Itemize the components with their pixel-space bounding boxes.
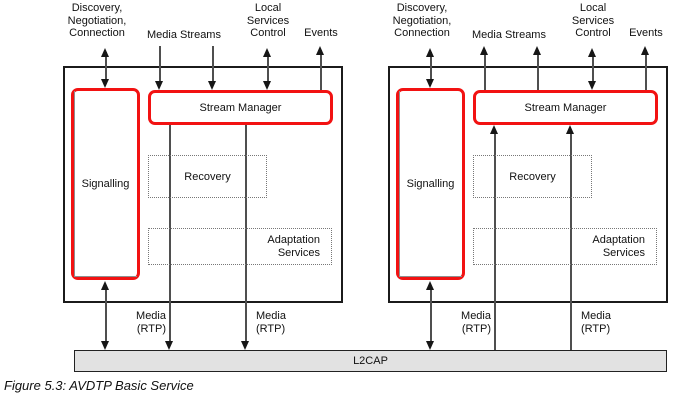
adaptation-label-line2: Services — [602, 246, 645, 259]
local-label-line3: Control — [575, 27, 611, 39]
device-diagram-right: Discovery, Negotiation, Connection Media… — [325, 0, 672, 352]
stream-manager-label: Stream Manager — [199, 101, 282, 114]
local-label-line1: Local — [579, 2, 607, 14]
discovery-label-line1: Discovery, — [71, 2, 123, 14]
media-stream-arrowhead-1 — [480, 46, 488, 55]
media-rtp-arrowhead-2 — [241, 341, 249, 350]
recovery-box: Recovery — [148, 155, 267, 198]
media-rtp-arrowhead-2 — [566, 125, 574, 134]
media-rtp-arrow-1 — [169, 125, 171, 342]
signalling-inner-hairline — [74, 91, 137, 277]
signalling-label: Signalling — [406, 178, 455, 190]
device-outer-box — [388, 66, 668, 303]
device-outer-box — [63, 66, 343, 303]
l2cap-bar: L2CAP — [74, 350, 667, 372]
media-stream-arrow-1 — [159, 46, 161, 82]
discovery-arrowhead-down — [101, 79, 109, 88]
local-services-arrowhead-up — [588, 48, 596, 57]
discovery-label-line2: Negotiation, — [392, 14, 452, 27]
signalling-box: Signalling — [396, 88, 465, 280]
adaptation-services-box: Adaptation Services — [473, 228, 657, 265]
recovery-box: Recovery — [473, 155, 592, 198]
discovery-label-line3: Connection — [394, 27, 450, 39]
signalling-l2cap-arrowhead-up — [426, 281, 434, 290]
media-rtp-arrowhead-1 — [165, 341, 173, 350]
media-rtp-arrow-2 — [245, 125, 247, 342]
signalling-l2cap-arrow — [105, 286, 107, 342]
discovery-arrow — [430, 52, 432, 83]
media-rtp-label-2-line2: (RTP) — [581, 322, 611, 335]
media-rtp-label-2-line2: (RTP) — [256, 322, 286, 335]
media-rtp-label-1: Media (RTP) — [118, 310, 166, 335]
signalling-l2cap-arrow — [430, 286, 432, 342]
stream-manager-box: Stream Manager — [148, 90, 333, 125]
discovery-label: Discovery, Negotiation, Connection — [45, 2, 149, 40]
signalling-l2cap-arrowhead-down — [101, 341, 109, 350]
events-arrowhead-up — [641, 46, 649, 55]
discovery-label-line2: Negotiation, — [67, 14, 127, 27]
media-rtp-label-1-line1: Media — [136, 310, 166, 322]
media-stream-arrow-2 — [537, 50, 539, 92]
media-streams-label: Media Streams — [147, 29, 221, 41]
events-arrow — [645, 50, 647, 92]
discovery-label: Discovery, Negotiation, Connection — [370, 2, 474, 40]
device-diagram-left: Discovery, Negotiation, Connection Media… — [0, 0, 347, 352]
media-streams-label: Media Streams — [472, 29, 546, 41]
signalling-label: Signalling — [81, 178, 130, 190]
events-arrowhead-up — [316, 46, 324, 55]
local-services-arrowhead-up — [263, 48, 271, 57]
media-rtp-label-2-line1: Media — [581, 310, 611, 322]
local-services-arrow — [592, 52, 594, 82]
adaptation-services-box: Adaptation Services — [148, 228, 332, 265]
local-services-control-label: Local Services Control — [547, 2, 639, 40]
media-stream-arrow-2 — [212, 46, 214, 82]
discovery-label-line3: Connection — [69, 27, 125, 39]
signalling-inner-hairline — [399, 91, 462, 277]
l2cap-label: L2CAP — [353, 355, 388, 367]
adaptation-label-line2: Services — [277, 246, 320, 259]
recovery-label: Recovery — [184, 170, 231, 183]
local-services-arrowhead-down — [263, 81, 271, 90]
events-label: Events — [629, 27, 663, 39]
adaptation-label-line1: Adaptation — [592, 234, 645, 246]
media-rtp-label-2-line1: Media — [256, 310, 286, 322]
stream-manager-label: Stream Manager — [524, 101, 607, 114]
local-services-arrowhead-down — [588, 81, 596, 90]
local-label-line2: Services — [571, 14, 615, 27]
media-rtp-arrowhead-1 — [490, 125, 498, 134]
media-stream-arrow-1 — [484, 50, 486, 92]
discovery-arrowhead-up — [426, 48, 434, 57]
media-rtp-label-2: Media (RTP) — [256, 310, 304, 335]
discovery-label-line1: Discovery, — [396, 2, 448, 14]
media-rtp-label-1-line1: Media — [461, 310, 491, 322]
media-stream-arrowhead-2 — [533, 46, 541, 55]
figure-caption: Figure 5.3: AVDTP Basic Service — [4, 378, 194, 393]
local-label-line2: Services — [246, 14, 290, 27]
discovery-arrow — [105, 52, 107, 83]
local-label-line3: Control — [250, 27, 286, 39]
local-services-arrow — [267, 52, 269, 82]
media-stream-arrowhead-2 — [208, 81, 216, 90]
media-rtp-label-1-line2: (RTP) — [136, 322, 166, 335]
signalling-box: Signalling — [71, 88, 140, 280]
adaptation-label-line1: Adaptation — [267, 234, 320, 246]
media-rtp-label-1: Media (RTP) — [443, 310, 491, 335]
local-label-line1: Local — [254, 2, 282, 14]
events-arrow — [320, 50, 322, 92]
media-rtp-label-1-line2: (RTP) — [461, 322, 491, 335]
media-rtp-arrow-2 — [570, 133, 572, 350]
media-stream-arrowhead-1 — [155, 81, 163, 90]
local-services-control-label: Local Services Control — [222, 2, 314, 40]
signalling-l2cap-arrowhead-down — [426, 341, 434, 350]
media-rtp-arrow-1 — [494, 133, 496, 350]
stream-manager-box: Stream Manager — [473, 90, 658, 125]
signalling-l2cap-arrowhead-up — [101, 281, 109, 290]
recovery-label: Recovery — [509, 170, 556, 183]
discovery-arrowhead-up — [101, 48, 109, 57]
media-rtp-label-2: Media (RTP) — [581, 310, 629, 335]
events-label: Events — [304, 27, 338, 39]
discovery-arrowhead-down — [426, 79, 434, 88]
